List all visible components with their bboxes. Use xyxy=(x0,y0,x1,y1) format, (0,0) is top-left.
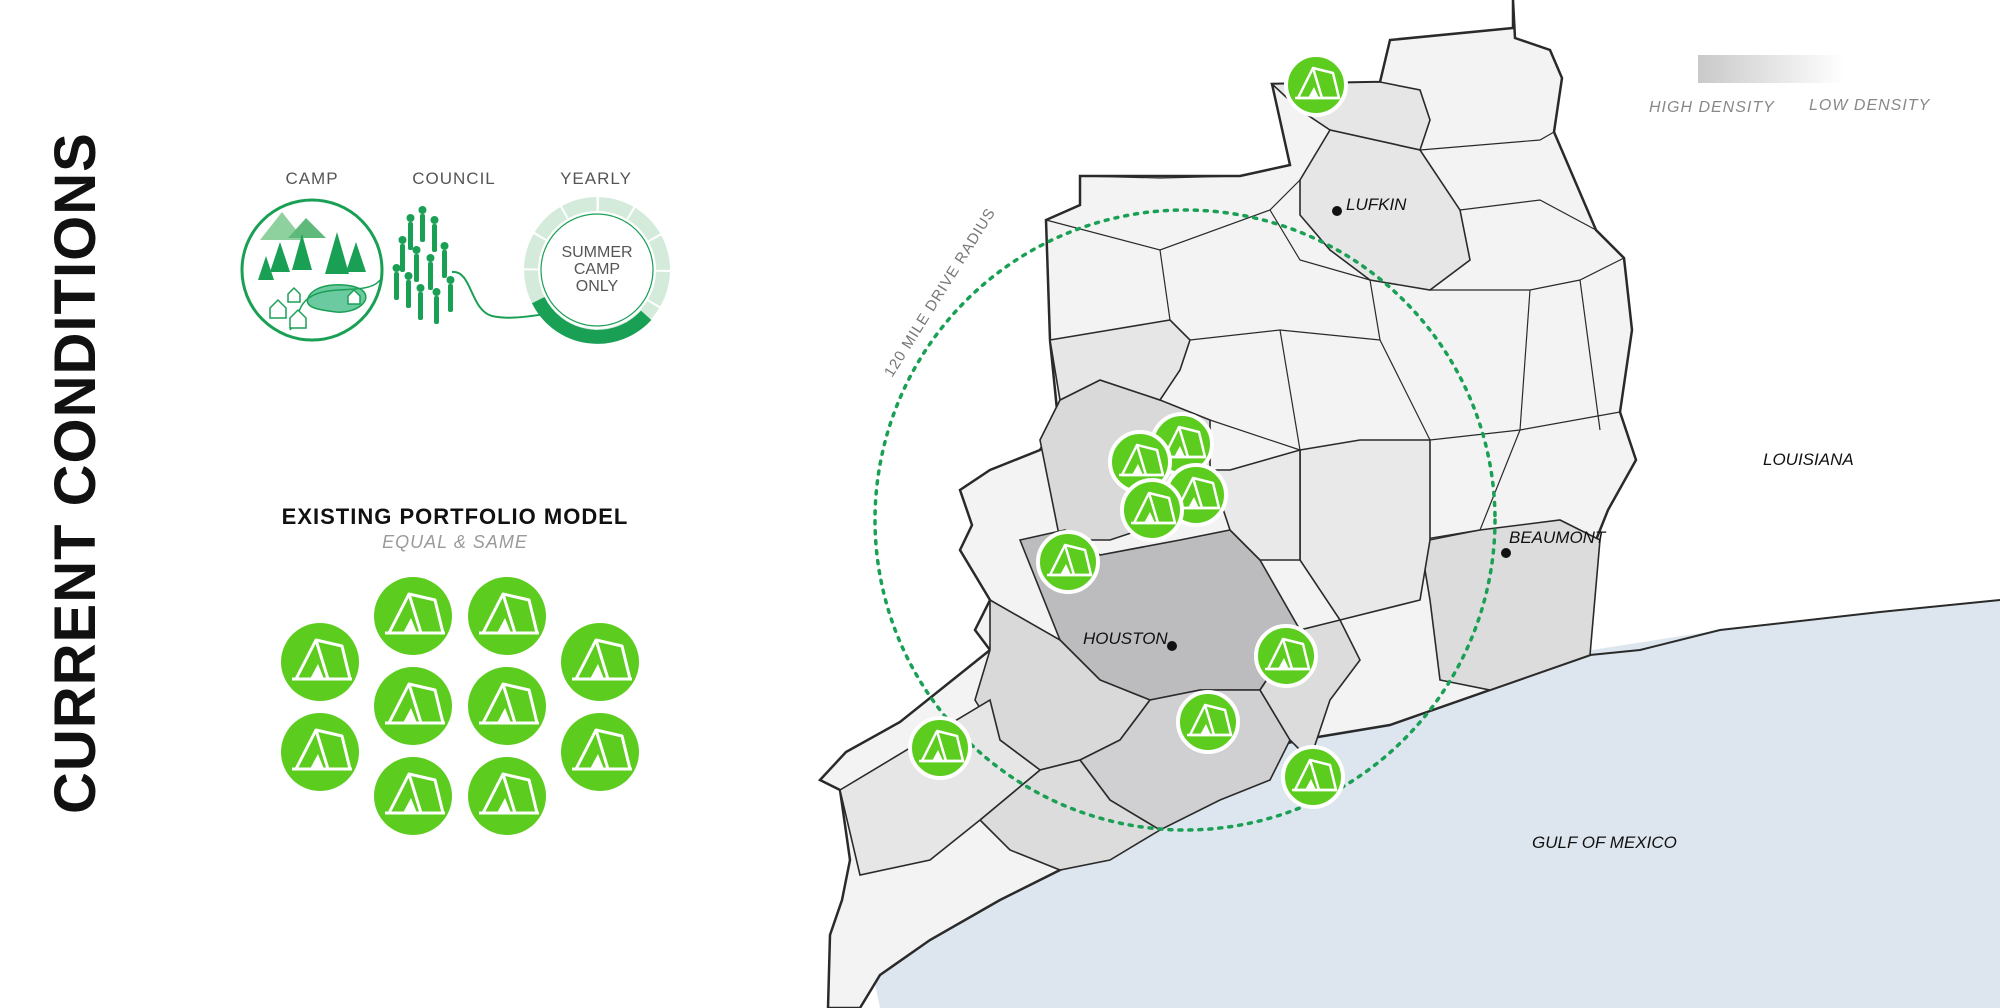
council-people-icon xyxy=(392,206,547,324)
county xyxy=(978,759,1162,871)
camp-marker-icon xyxy=(1284,53,1348,117)
gulf-water xyxy=(870,600,2000,1008)
county xyxy=(839,698,1042,876)
camp-marker-icon xyxy=(1254,624,1318,688)
city-label-houston: HOUSTON xyxy=(1083,629,1168,648)
region-label-gulf: GULF OF MEXICO xyxy=(1532,833,1677,852)
yearly-ring-text-2: CAMP xyxy=(574,261,620,278)
legend-low-density: LOW DENSITY xyxy=(1809,97,1931,114)
caption-camp: CAMP xyxy=(285,169,339,188)
legend-high-density: HIGH DENSITY xyxy=(1649,99,1775,116)
camp-marker-icon xyxy=(1036,530,1100,594)
city-dot-lufkin xyxy=(1332,206,1342,216)
yearly-ring-icon: SUMMER CAMP ONLY xyxy=(523,196,671,344)
portfolio-subtitle: EQUAL & SAME xyxy=(382,532,528,552)
caption-yearly: YEARLY xyxy=(560,169,632,188)
drive-radius-circle xyxy=(873,208,1497,832)
yearly-ring-text-1: SUMMER xyxy=(561,244,632,261)
region-label-louisiana: LOUISIANA xyxy=(1763,450,1854,469)
county xyxy=(1299,439,1431,621)
city-dot-houston xyxy=(1167,641,1177,651)
drive-radius-label: 120 MILE DRIVE RADIUS xyxy=(881,205,999,380)
camp-marker-icon xyxy=(908,716,972,780)
density-legend-gradient xyxy=(1698,55,1844,83)
county xyxy=(1299,129,1471,291)
camp-marker-icon xyxy=(1281,745,1345,809)
camp-marker-icon xyxy=(1176,690,1240,754)
coastline xyxy=(1589,599,2000,656)
city-label-lufkin: LUFKIN xyxy=(1346,195,1407,214)
county xyxy=(1049,319,1191,402)
caption-council: COUNCIL xyxy=(412,169,496,188)
camp-council-yearly-diagram: SUMMER CAMP ONLY xyxy=(240,196,671,344)
camp-illustration-icon xyxy=(240,198,384,342)
portfolio-title: EXISTING PORTFOLIO MODEL xyxy=(281,504,629,529)
yearly-ring-text-3: ONLY xyxy=(576,278,619,295)
city-dot-beaumont xyxy=(1501,548,1511,558)
camp-marker-icon xyxy=(1120,478,1184,542)
city-label-beaumont: BEAUMONT xyxy=(1509,528,1607,547)
